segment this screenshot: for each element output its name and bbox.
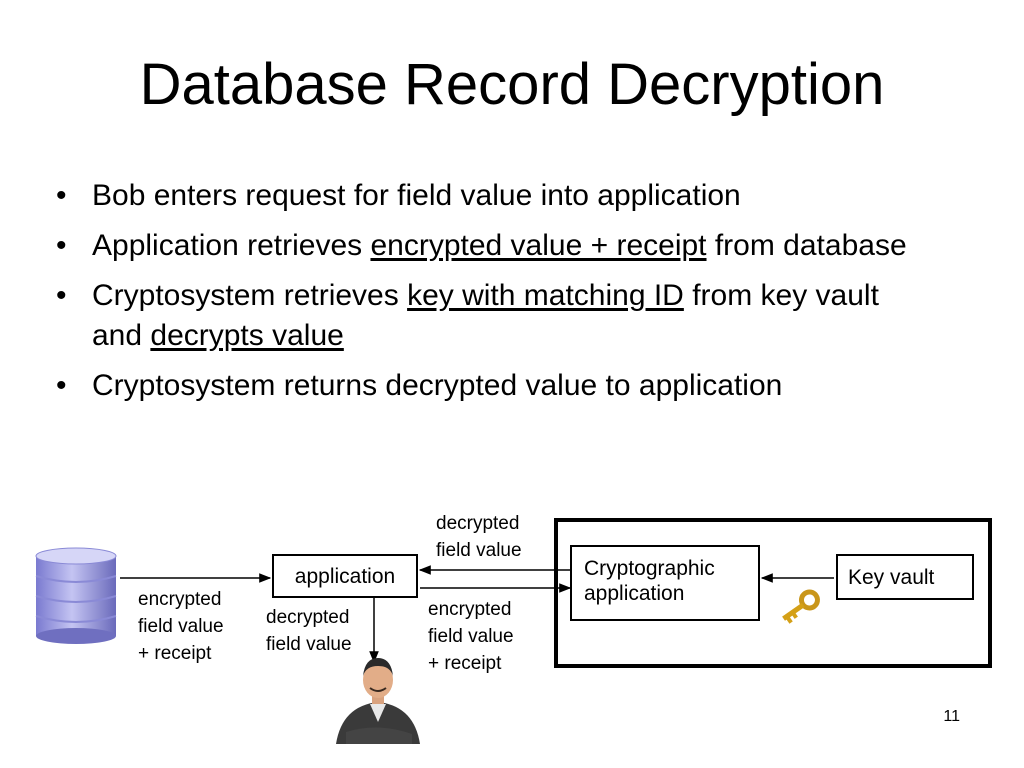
- person-photo: [336, 658, 420, 744]
- bullet-text: from key vault and: [92, 279, 879, 352]
- bullet-text: from database: [706, 229, 907, 262]
- cryptographic-application-box: Cryptographic application: [570, 545, 760, 621]
- diagram: application Cryptographic application Ke…: [0, 500, 1024, 768]
- database-icon: [35, 547, 117, 644]
- bullet-item: • Cryptosystem retrieves key with matchin…: [50, 276, 930, 356]
- key-vault-box: Key vault: [836, 554, 974, 600]
- cryptosystem-frame: [554, 518, 992, 668]
- bullet-item: • Bob enters request for field value into…: [50, 176, 930, 216]
- label-app-to-bob: decrypted field value: [266, 607, 352, 655]
- bullet-marker: •: [56, 279, 67, 312]
- bullet-item: • Cryptosystem returns decrypted value to…: [50, 366, 930, 406]
- page-number: 11: [943, 708, 960, 725]
- bullet-text: Application retrieves: [92, 229, 371, 262]
- bullet-marker: •: [56, 369, 67, 402]
- application-box: application: [272, 554, 418, 598]
- label-db-to-app: encrypted field value + receipt: [138, 589, 224, 664]
- underlined-text: encrypted value + receipt: [370, 229, 707, 262]
- diagram-canvas: [35, 518, 992, 744]
- slide-title: Database Record Decryption: [139, 52, 885, 117]
- label-crypto-to-app: decrypted field value: [436, 513, 522, 561]
- bullet-item: • Application retrieves encrypted value +…: [50, 226, 930, 266]
- underlined-text: key with matching ID: [407, 279, 684, 312]
- label-app-to-crypto: encrypted field value + receipt: [428, 599, 514, 674]
- bullet-marker: •: [56, 179, 67, 212]
- bullet-text: Cryptosystem retrieves: [92, 279, 408, 312]
- underlined-text: decrypts value: [150, 319, 344, 352]
- bullet-text: Cryptosystem returns decrypted value to …: [92, 369, 783, 402]
- key-icon: [782, 589, 820, 624]
- bullet-list: • Bob enters request for field value into…: [50, 176, 930, 416]
- bullet-marker: •: [56, 229, 67, 262]
- bullet-text: Bob enters request for field value into …: [92, 179, 741, 212]
